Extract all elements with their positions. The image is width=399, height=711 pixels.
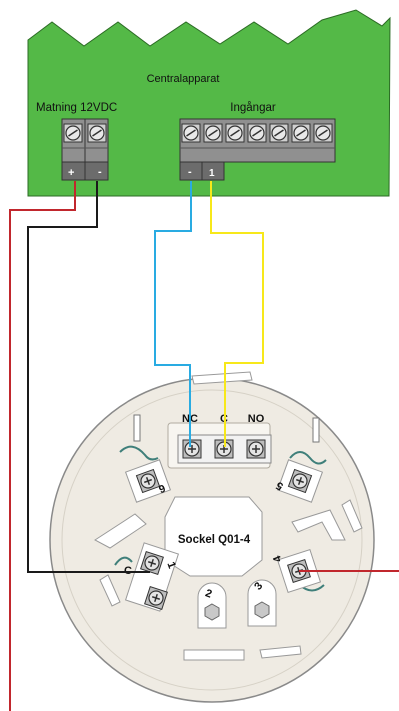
input-screw-1[interactable]	[203, 123, 223, 143]
input-screw-3[interactable]	[247, 123, 267, 143]
socket-screw-no[interactable]	[246, 439, 266, 459]
inputs-label: Ingångar	[230, 102, 276, 114]
input-minus-label: -	[188, 166, 192, 178]
minus-terminal-label: -	[98, 166, 102, 178]
position-4-label: 4	[271, 553, 285, 564]
socket-screw-nc[interactable]	[182, 439, 202, 459]
input-screw-4[interactable]	[269, 123, 289, 143]
inputs-terminal-block	[179, 118, 336, 181]
socket-terminal-2	[197, 582, 227, 629]
plus-terminal-label: +	[68, 167, 74, 179]
power-terminal-block	[61, 118, 109, 181]
terminal-no-label: NO	[248, 413, 265, 425]
socket-terminal-5	[276, 459, 324, 503]
input-screw-minus[interactable]	[181, 123, 201, 143]
position-2-label: 2	[204, 587, 214, 600]
input-screw-2[interactable]	[225, 123, 245, 143]
position-1-label: 1	[164, 560, 177, 570]
wire-black	[27, 181, 150, 573]
panel-title: Centralapparat	[147, 73, 220, 85]
position-6-label: 6	[157, 481, 167, 494]
input-screw-5[interactable]	[291, 123, 311, 143]
input-screw-6[interactable]	[313, 123, 333, 143]
socket-terminal-6	[124, 459, 172, 503]
wire-red	[9, 181, 76, 711]
power-screw-plus[interactable]	[63, 123, 83, 143]
socket-title: Sockel Q01-4	[178, 534, 251, 546]
socket-terminal-3	[247, 579, 277, 627]
position-5-label: 5	[274, 479, 285, 492]
socket-nut-2	[204, 603, 220, 621]
power-supply-label: Matning 12VDC	[36, 102, 117, 114]
wire-yellow	[210, 181, 264, 447]
socket-nut-3	[254, 601, 270, 619]
power-screw-minus[interactable]	[87, 123, 107, 143]
wire-blue	[154, 181, 192, 447]
input-1-label: 1	[209, 168, 215, 179]
